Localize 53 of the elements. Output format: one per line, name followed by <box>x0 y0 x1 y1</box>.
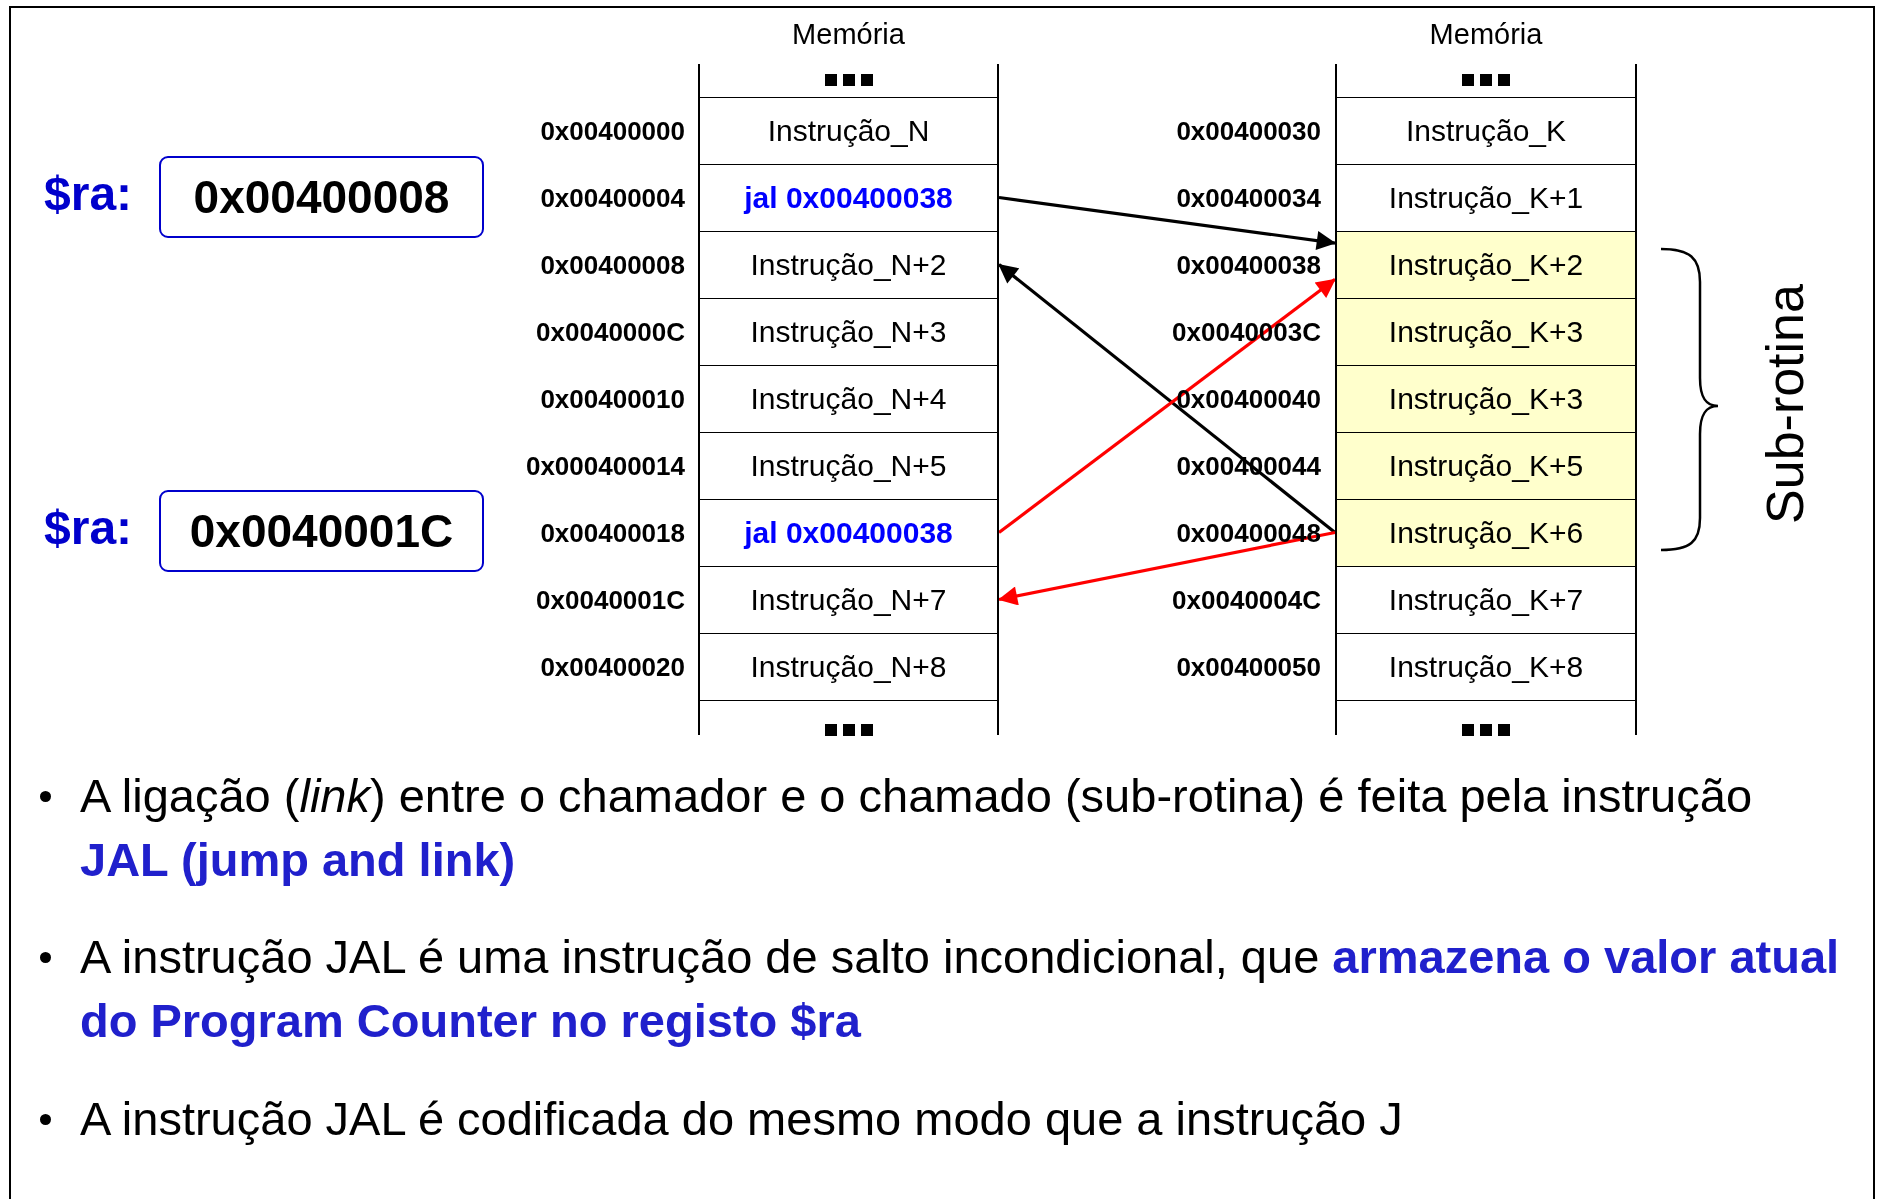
instruction-text: Instrução_K+3 <box>1388 315 1584 349</box>
bullet-text: A instrução JAL é uma instrução de salto incondicional, que armazena o valor atual do Program Counter no registo $ra <box>80 929 1840 1049</box>
memory-address: 0x0040000C <box>536 316 685 347</box>
bullet-text: A ligação (link) entre o chamador e o chamado (sub-rotina) é feita pela instrução JAL (jump and link) <box>80 768 1754 888</box>
memory-address: 0x000400014 <box>525 450 685 481</box>
memory-cell <box>1337 432 1635 500</box>
instruction-text: Instrução_N+5 <box>750 449 947 483</box>
memory-address: 0x00400030 <box>1176 115 1321 146</box>
memory-cell <box>1337 499 1635 567</box>
instruction-text: Instrução_N+2 <box>750 248 947 282</box>
memory-cell <box>1337 231 1635 299</box>
memory-address: 0x00400040 <box>1176 383 1321 414</box>
memory-address: 0x00400038 <box>1176 249 1321 280</box>
memory-address: 0x0040004C <box>1172 584 1321 615</box>
instruction-text: Instrução_N+4 <box>750 382 947 416</box>
instruction-text: Instrução_K+6 <box>1388 516 1584 550</box>
bullet-text: A instrução JAL é codificada do mesmo modo que a instrução J <box>80 1091 1404 1147</box>
instruction-text: Instrução_K+5 <box>1388 449 1584 483</box>
jal-instruction: jal 0x00400038 <box>744 181 953 215</box>
memory-address: 0x00400004 <box>540 182 685 213</box>
memory-address: 0x00400018 <box>540 517 685 548</box>
memory-address: 0x00400034 <box>1176 182 1321 213</box>
memory-cell <box>1337 365 1635 433</box>
register-name: $ra: <box>44 166 133 221</box>
memory-address: 0x00400048 <box>1176 517 1321 548</box>
memory-address: 0x00400050 <box>1176 651 1321 682</box>
memory-cell <box>1337 298 1635 366</box>
arrow <box>998 195 1336 251</box>
register-box <box>159 156 484 238</box>
memory-address: 0x0040001C <box>536 584 685 615</box>
memory-address: 0x00400000 <box>540 115 685 146</box>
instruction-text: Instrução_K+8 <box>1388 650 1584 684</box>
instruction-text: Instrução_K <box>1405 114 1567 148</box>
memory-address: 0x00400008 <box>540 249 685 280</box>
instruction-text: Instrução_N+7 <box>750 583 947 617</box>
instruction-text: Instrução_N+3 <box>750 315 947 349</box>
instruction-text: Instrução_K+2 <box>1388 248 1584 282</box>
memory-address: 0x00400010 <box>540 383 685 414</box>
arrow <box>998 530 1336 606</box>
jal-instruction: jal 0x00400038 <box>744 516 953 550</box>
column-heading: Memória <box>1429 18 1543 51</box>
register-value: 0x00400008 <box>193 170 450 224</box>
instruction-text: Instrução_K+7 <box>1388 583 1584 617</box>
instruction-text: Instrução_N+8 <box>750 650 947 684</box>
register-box <box>159 490 484 572</box>
register-value: 0x0040001C <box>189 504 454 558</box>
column-heading: Memória <box>792 18 905 51</box>
memory-address: 0x00400020 <box>540 651 685 682</box>
subroutine-label: Sub-rotina <box>1755 284 1815 524</box>
register-name: $ra: <box>44 500 133 555</box>
instruction-text: Instrução_N <box>767 114 930 148</box>
instruction-text: Instrução_K+3 <box>1388 382 1584 416</box>
instruction-text: Instrução_K+1 <box>1388 181 1584 215</box>
